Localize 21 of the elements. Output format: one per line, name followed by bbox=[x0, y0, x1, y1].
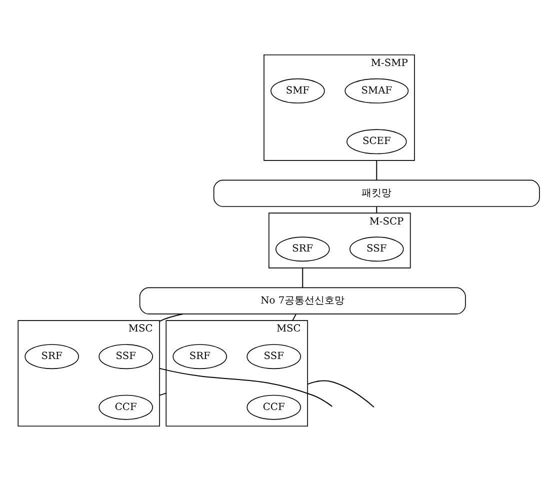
connector bbox=[292, 313, 296, 321]
node-ellipse: CCF bbox=[98, 394, 153, 420]
node-ellipse: SRF bbox=[172, 344, 227, 369]
node-ellipse: SSF bbox=[246, 344, 301, 369]
node-ellipse: CCF bbox=[246, 394, 301, 420]
connector bbox=[159, 312, 184, 322]
node-ellipse: SCEF bbox=[346, 128, 407, 154]
node-box: 패킷망 bbox=[213, 179, 540, 206]
node-ellipse: SRF bbox=[276, 236, 330, 262]
connector bbox=[376, 206, 378, 214]
connector bbox=[159, 367, 333, 406]
node-ellipse: SMAF bbox=[344, 78, 409, 103]
connector bbox=[376, 159, 378, 180]
node-ellipse: SRF bbox=[24, 344, 79, 369]
connector bbox=[307, 380, 374, 408]
node-ellipse: SSF bbox=[350, 236, 404, 262]
node-box: No 7공통선신호망 bbox=[139, 286, 466, 314]
node-ellipse: SMF bbox=[270, 78, 325, 103]
connector bbox=[159, 392, 167, 396]
node-ellipse: SSF bbox=[98, 344, 153, 369]
connector bbox=[302, 266, 304, 288]
